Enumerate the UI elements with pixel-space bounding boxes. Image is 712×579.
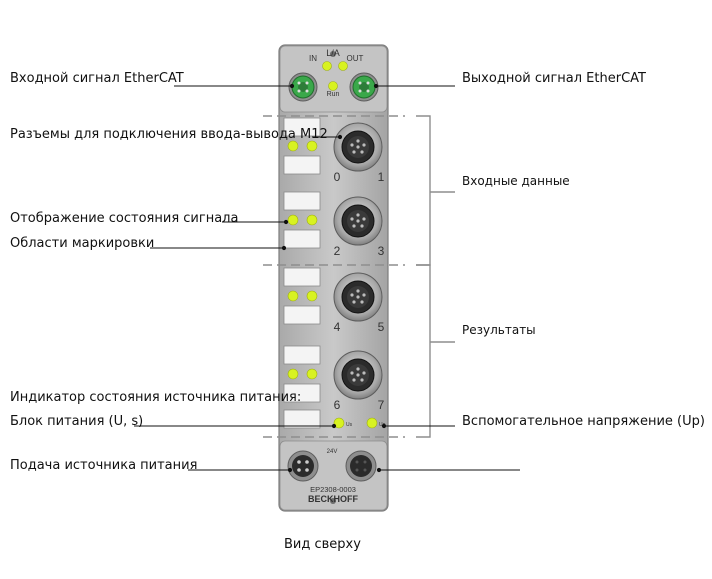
run-label: Run — [327, 91, 340, 98]
supply-voltage-label: 24V — [327, 449, 338, 455]
m12-connector[interactable] — [333, 196, 383, 246]
link-act-label: L/A — [326, 48, 340, 58]
marking-field[interactable] — [283, 267, 321, 287]
channel-number: 3 — [378, 244, 385, 258]
up-led — [366, 417, 378, 429]
ethercat-in-connector[interactable] — [288, 72, 318, 102]
channel-number: 0 — [334, 170, 341, 184]
marking-field[interactable] — [283, 117, 321, 137]
marking-field[interactable] — [283, 191, 321, 211]
link-act-led-in — [322, 61, 332, 71]
ethercat-out-connector[interactable] — [349, 72, 379, 102]
m12-connector[interactable] — [333, 350, 383, 400]
us-label: Us — [346, 422, 353, 428]
label-ethercat-in: Входной сигнал EtherCAT — [10, 71, 184, 86]
channel-number: 2 — [334, 244, 341, 258]
us-led — [333, 417, 345, 429]
outputs-bracket — [416, 264, 431, 438]
mounting-hole-bottom — [330, 498, 336, 504]
marking-field[interactable] — [283, 383, 321, 403]
inputs-bracket — [416, 115, 431, 266]
label-signal-status: Отображение состояния сигнала — [10, 211, 239, 226]
label-m12-connectors: Разъемы для подключения ввода-вывода M12 — [10, 127, 328, 142]
port-out-label: OUT — [347, 54, 364, 63]
label-aux-voltage: Вспомогательное напряжение (Uр) — [462, 414, 705, 429]
signal-status-led — [287, 214, 299, 226]
label-power-unit: Блок питания (U, s) — [10, 414, 144, 429]
run-led — [328, 81, 338, 91]
marking-field[interactable] — [283, 229, 321, 249]
signal-status-led — [287, 140, 299, 152]
signal-status-led — [287, 290, 299, 302]
label-inputs-group: Входные данные — [462, 174, 570, 188]
signal-status-led — [306, 368, 318, 380]
mounting-hole-top — [330, 51, 336, 57]
port-in-label: IN — [309, 54, 317, 63]
marking-field[interactable] — [283, 409, 321, 429]
signal-status-led — [306, 290, 318, 302]
model-label: EP2308-0003 — [310, 485, 356, 494]
signal-status-led — [306, 140, 318, 152]
marking-field[interactable] — [283, 345, 321, 365]
power-out-connector[interactable] — [345, 450, 377, 482]
label-power-status-indicator: Индикатор состояния источника питания: — [10, 390, 302, 405]
link-act-led-out — [338, 61, 348, 71]
m12-connector[interactable] — [333, 122, 383, 172]
channel-number: 1 — [378, 170, 385, 184]
channel-number: 6 — [334, 398, 341, 412]
label-marking-areas: Области маркировки — [10, 236, 155, 251]
label-outputs-group: Результаты — [462, 323, 536, 337]
signal-status-led — [306, 214, 318, 226]
group-brackets — [263, 115, 455, 438]
channel-number: 4 — [334, 320, 341, 334]
leader-lines — [134, 83, 520, 473]
m12-connector[interactable] — [333, 272, 383, 322]
label-ethercat-out: Выходной сигнал EtherCAT — [462, 71, 646, 86]
label-power-feed: Подача источника питания — [10, 458, 198, 473]
marking-field[interactable] — [283, 305, 321, 325]
marking-field[interactable] — [283, 155, 321, 175]
power-in-connector[interactable] — [287, 450, 319, 482]
label-top-view: Вид сверху — [284, 537, 361, 552]
channel-number: 7 — [378, 398, 385, 412]
channel-number: 5 — [378, 320, 385, 334]
brand-label: BECKHOFF — [308, 494, 358, 504]
signal-status-led — [287, 368, 299, 380]
